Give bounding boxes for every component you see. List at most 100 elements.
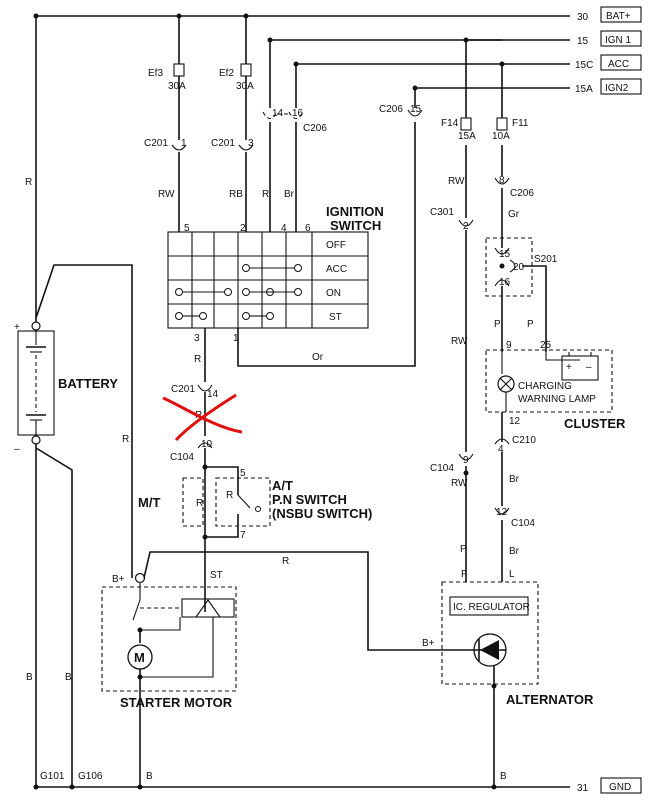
bus-bat: 30 BAT+ [577,6,642,23]
fuse-ef2-name: Ef2 [219,68,234,79]
wire-label-rw-sw: RW [158,189,175,200]
fuse-f11-rating: 10A [492,131,510,142]
bus-gnd-name: GND [609,782,631,793]
c104-label-st: C104 [170,452,194,463]
wire-label-f: F [461,569,467,580]
c301-pin-2: 2 [463,221,469,232]
wire-label-r-st: R [194,354,201,365]
c210-pin-4: 4 [498,444,504,455]
fuse-f14-rating: 15A [458,131,476,142]
mt-jumper: M/T R [138,477,204,527]
bus-ign1: 15 IGN 1 [577,30,642,47]
sw-pin-3: 3 [194,333,200,344]
wire-label-r-starter: R [122,434,129,445]
pn-switch-line2: P.N SWITCH [272,492,347,507]
sw-pin-2: 2 [240,223,246,234]
battery-ground-wires: B B G101 G106 [26,444,103,790]
ground-g101: G101 [40,771,65,782]
pn-switch: R 5 7 A/T P.N SWITCH (NSBU SWITCH) [202,464,372,541]
pn-switch-line3: (NSBU SWITCH) [272,506,372,521]
cluster-label: CLUSTER [564,416,626,431]
c104-pin-12: 12 [496,507,508,518]
battery-plus-label: + [14,322,20,333]
sw-pos-st: ST [329,312,342,323]
wire-label-br-sw: Br [284,189,295,200]
fuse-ef3-rating: 30A [168,81,186,92]
regulator-label: IC. REGULATOR [453,602,530,613]
wire-label-rw-c104: RW [451,478,468,489]
wire-label-p-s201b: P [527,319,534,330]
wire-label-gr: Gr [508,209,520,220]
wire-label-r-left: R [25,177,32,188]
s201-pin-20: 20 [513,262,525,273]
bus-acc: 15C ACC [575,54,642,71]
c104-label-alt: C104 [430,463,454,474]
bus-gnd-num: 31 [577,783,589,794]
sw-pos-off: OFF [326,240,346,251]
bus-acc-name: ACC [608,59,629,70]
cluster-pin-12: 12 [509,416,521,427]
c206-label-or: C206 [379,104,403,115]
bus-bat-name: BAT+ [606,11,631,22]
starter-label: STARTER MOTOR [120,695,233,710]
wire-label-rb-sw: RB [229,189,243,200]
c206-pin-15: 15 [410,104,422,115]
s201-label: S201 [534,254,558,265]
c201-label-b: C201 [211,138,235,149]
starter-motor: STARTER MOTOR B+ R ST M B [101,551,472,790]
alternator-label: ALTERNATOR [506,692,594,707]
c206-label-sw: C206 [303,123,327,134]
c301-label: C301 [430,207,454,218]
sw-pos-acc: ACC [326,264,347,275]
sw-pin-5: 5 [184,223,190,234]
bus-ign2: 15A IGN2 [575,78,642,95]
bus-ign1-num: 15 [577,36,589,47]
bus-ign1-name: IGN 1 [605,35,632,46]
battery-to-starter-wire: R [35,264,133,578]
c104-label-br: C104 [511,518,535,529]
fuse-f11-name: F11 [512,118,529,129]
cluster-pin-9: 9 [506,340,512,351]
motor-m: M [134,650,145,665]
c201-pin-1: 1 [181,138,187,149]
pn-switch-line1: A/T [272,478,293,493]
bus-bat-num: 30 [577,12,589,23]
pn-pin-7: 7 [240,530,246,541]
battery: + – BATTERY [14,321,118,455]
wire-label-b-g101: B [26,672,33,683]
splice-s201: 15 20 S201 16 P P [485,237,558,352]
wire-label-b-starter: B [146,771,153,782]
wire-label-b-g106: B [65,672,72,683]
cluster-lamp-line2: WARNING LAMP [518,394,596,405]
c104-pin-10: 10 [201,439,213,450]
wire-label-r-mt: R [196,498,203,509]
wire-label-br-alt: Br [509,546,520,557]
c201-label-st: C201 [171,384,195,395]
cluster-lamp-line1: CHARGING [518,381,572,392]
c201-pin-14: 14 [207,389,219,400]
cluster: 9 25 + – CHARGING WARNING LAMP CLUSTER 1… [485,340,626,582]
cluster-pin-25: 25 [540,340,552,351]
wire-label-b-alt: B [500,771,507,782]
c206-pin-8: 8 [499,175,505,186]
sw-pos-on: ON [326,288,341,299]
starter-bplus: B+ [112,574,125,585]
wire-label-r-pn: R [226,490,233,501]
bus-acc-num: 15C [575,60,593,71]
wire-label-r-sw: R [262,189,269,200]
c201-label-a: C201 [144,138,168,149]
fuse-f11: F11 10A 8 C206 Gr [466,39,534,248]
fuse-ef2: Ef2 30A [219,13,254,140]
sw-pin-6: 6 [305,223,311,234]
connector-c206-switch: 14 16 C206 R Br [262,37,327,232]
battery-feed: R [25,13,39,322]
wire-label-br-cluster: Br [509,474,520,485]
fuse-ef2-rating: 30A [236,81,254,92]
ignition-switch: IGNITION SWITCH 5 2 4 6 OFF ACC ON ST [167,204,384,344]
wire-label-st: ST [210,570,223,581]
wire-label-p-alt: P [460,544,467,555]
wire-label-or: Or [312,352,324,363]
fuse-f14-name: F14 [441,118,459,129]
s201-pin-15: 15 [499,249,511,260]
ignition-switch-title-1: IGNITION [326,204,384,219]
